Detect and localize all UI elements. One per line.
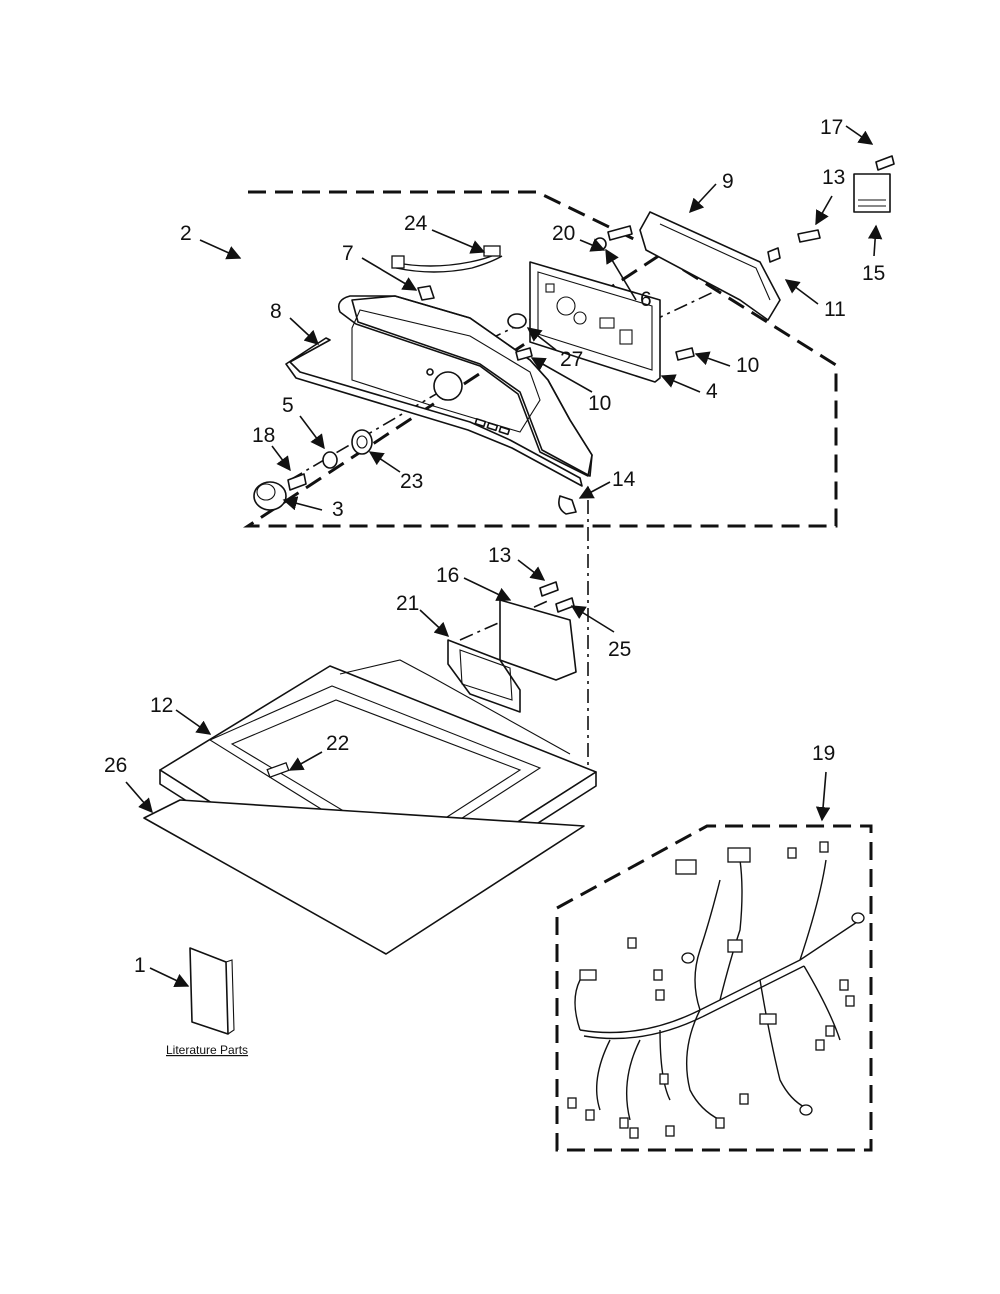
part-11-clip [767,247,781,263]
part-17-screw [875,155,895,171]
assembly-line-knob [289,379,461,481]
part-25-screw [555,597,575,613]
part-13-screw-top [797,229,821,243]
callout-13-top: 13 [822,166,845,189]
part-10-screw-a [515,347,533,361]
literature-parts-label: Literature Parts [166,1043,248,1057]
callout-25: 25 [608,638,631,661]
callout-9: 9 [722,170,734,193]
part-14-clip [558,495,577,515]
callout-3: 3 [332,498,344,521]
part-4-control-board [529,261,661,383]
console-panel [337,295,593,477]
callout-arrows [125,125,883,987]
part-24-wire [391,245,503,273]
assembly-line-bracket [459,599,551,641]
harness-group-outline [555,824,873,1152]
callout-2: 2 [180,222,192,245]
callout-1: 1 [134,954,146,977]
callout-8: 8 [270,300,282,323]
callout-19: 19 [812,742,835,765]
callout-15: 15 [862,262,885,285]
callout-27: 27 [560,348,583,371]
part-23-shaft [351,429,373,455]
callout-24: 24 [404,212,428,235]
part-1-literature [189,947,235,1035]
callout-22: 22 [326,732,349,755]
part-15-label [853,173,891,213]
part-10-screw-b [675,347,695,361]
callout-12: 12 [150,694,173,717]
callout-5: 5 [282,394,294,417]
part-16-bracket [499,599,577,681]
part-27-gasket [507,313,527,329]
callout-labels: 2 24 7 8 5 18 3 23 20 6 9 13 17 15 11 10… [104,116,885,1057]
callout-21: 21 [396,592,419,615]
part-20-screw [607,225,633,241]
callout-13-bracket: 13 [488,544,511,567]
part-5-spring [322,451,338,469]
part-18-pin [287,473,307,491]
callout-26: 26 [104,754,127,777]
part-7-clip [417,285,435,301]
part-3-knob [253,481,287,511]
callout-10-right: 10 [736,354,759,377]
callout-23: 23 [400,470,423,493]
console-group-outline [242,190,838,528]
callout-10-left: 10 [588,392,611,415]
part-13-screw-bracket [539,581,559,597]
callout-4: 4 [706,380,718,403]
callout-11: 11 [824,298,846,321]
part-19-wire-harness [567,841,865,1139]
callout-20: 20 [552,222,575,245]
callout-18: 18 [252,424,275,447]
callout-14: 14 [612,468,636,491]
part-9-end-cap [639,211,781,321]
callout-7: 7 [342,242,354,265]
callout-16: 16 [436,564,459,587]
part-26-gasket-sheet [143,799,585,955]
callout-17: 17 [820,116,843,139]
callout-6: 6 [640,288,652,311]
